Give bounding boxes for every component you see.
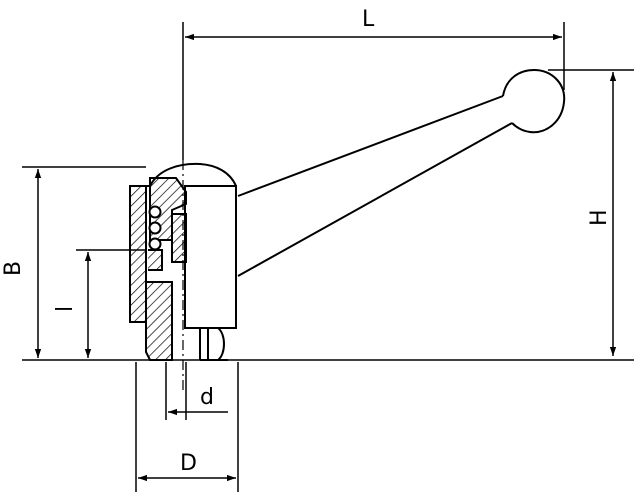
dim-D (135, 362, 239, 492)
dim-B (22, 166, 146, 358)
label-l: l (53, 306, 78, 312)
section-view (129, 177, 187, 361)
label-d: d (200, 385, 214, 410)
label-B: B (1, 261, 26, 276)
label-H: H (587, 209, 612, 226)
dim-H (548, 69, 634, 356)
label-D: D (180, 451, 197, 476)
label-L: L (362, 7, 375, 32)
lever-handle (237, 68, 566, 277)
dim-d (165, 362, 228, 420)
dim-l (76, 249, 146, 358)
dim-L (182, 22, 565, 160)
